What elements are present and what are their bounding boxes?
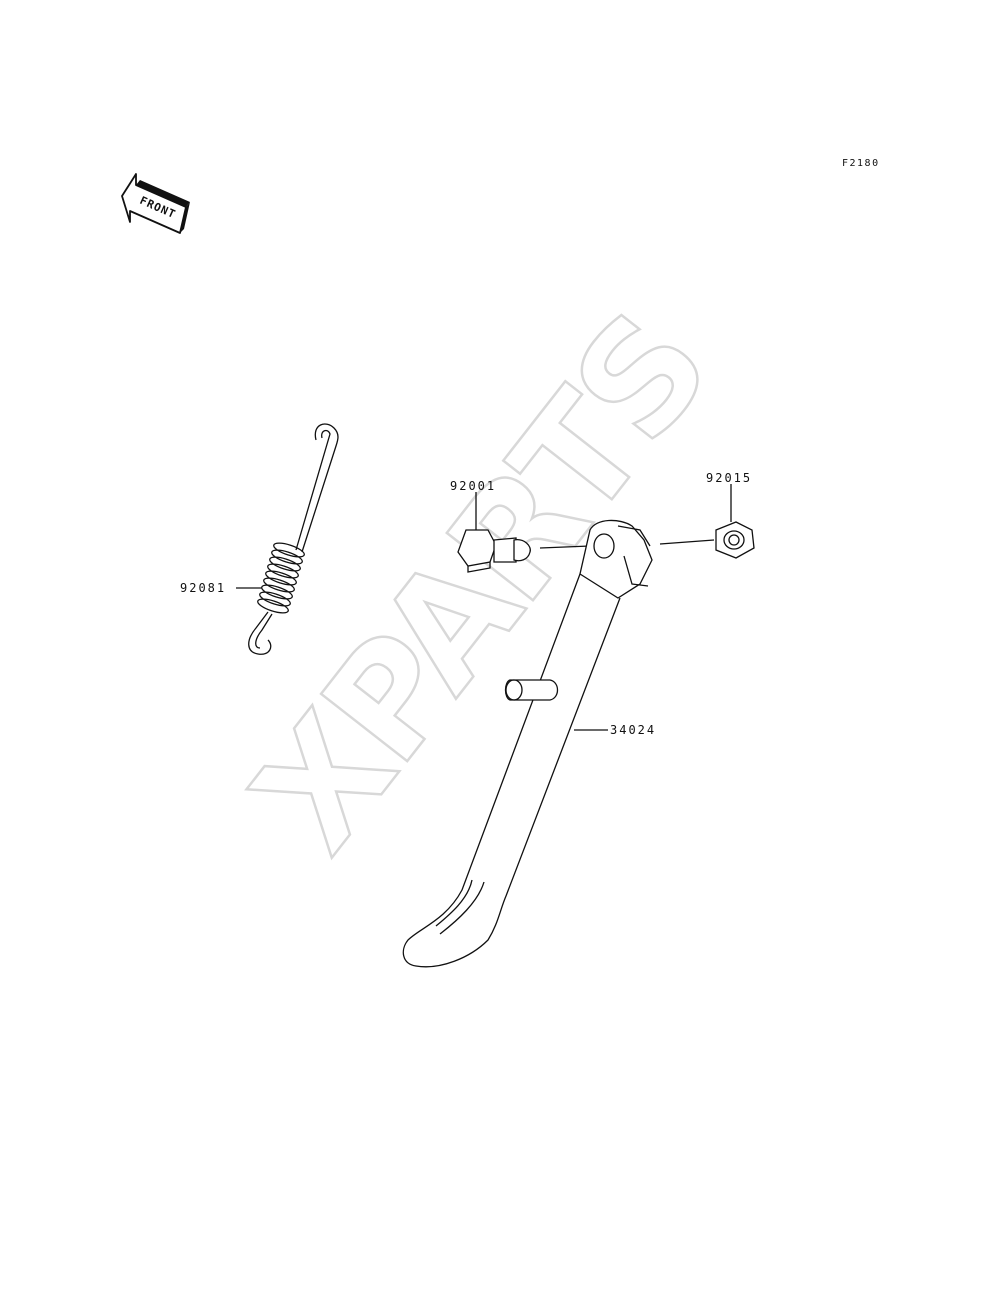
bolt-part: 92001: [450, 479, 591, 573]
spring-part: 92081: [180, 423, 339, 655]
nut-part: 92015: [659, 471, 755, 559]
part-number-92081: 92081: [180, 581, 226, 595]
part-number-92001: 92001: [450, 479, 496, 493]
front-arrow-icon: FRONT: [121, 173, 190, 234]
side-stand-part: 34024: [402, 519, 656, 968]
part-number-92015: 92015: [706, 471, 752, 485]
watermark-text: XPARTS: [221, 284, 742, 882]
figure-code: F2180: [842, 158, 880, 169]
part-number-34024: 34024: [610, 723, 656, 737]
watermark: XPARTS: [220, 283, 743, 884]
